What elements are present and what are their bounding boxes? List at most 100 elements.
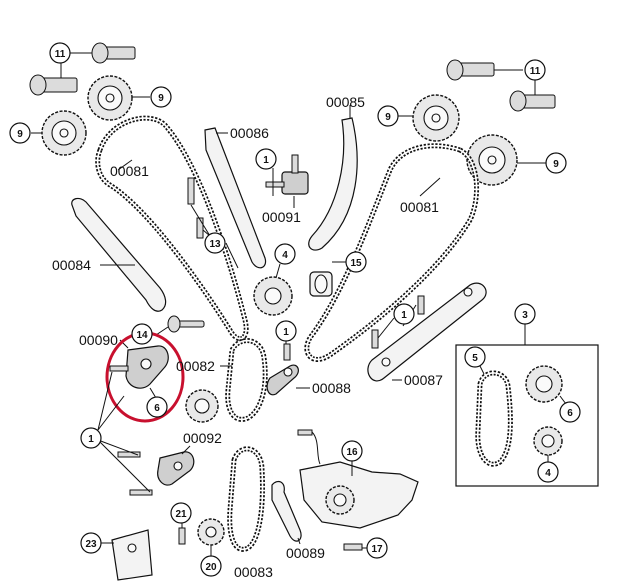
svg-text:9: 9: [553, 159, 559, 170]
balance-shaft-sprocket: [185, 389, 219, 423]
center-bolt: [283, 343, 291, 361]
callout-9-right-top: 9: [377, 105, 399, 127]
svg-text:15: 15: [350, 258, 362, 269]
right-cam-bolt-lower: [509, 90, 556, 112]
balance-chain-tensioner: [266, 364, 299, 396]
right-tensioner-arm: [308, 117, 358, 251]
label-chain-right: 00081: [400, 199, 439, 215]
label-tensioner-bottom: 00088: [312, 380, 351, 396]
center-guide-bolt-lower: [196, 217, 204, 239]
label-guide-bottom-right: 00087: [404, 372, 443, 388]
inset-lower-sprocket: [533, 426, 563, 456]
callout-13: 13: [204, 232, 226, 254]
label-tensioner-bottom-left: 00092: [183, 430, 222, 446]
inset-upper-sprocket: [525, 365, 563, 403]
oil-pump-assembly: [297, 429, 419, 529]
left-chain-guide: [71, 197, 167, 312]
callout-4-right: 4: [537, 461, 559, 483]
svg-text:14: 14: [136, 330, 148, 341]
callout-6-left: 6: [146, 396, 168, 418]
label-chain-bottom: 00083: [234, 564, 273, 580]
lower-guide-bolt-a: [417, 295, 425, 315]
left-cam-bolt-top: [91, 42, 136, 64]
callout-11-left: 11: [49, 42, 71, 64]
label-chain-left: 00081: [110, 163, 149, 179]
center-guide-bolt-upper: [187, 177, 195, 205]
label-guide-center: 00086: [230, 125, 269, 141]
svg-text:6: 6: [154, 403, 160, 414]
right-cam-phaser-upper: [412, 94, 460, 142]
sprocket-bolt: [178, 527, 186, 545]
svg-text:3: 3: [522, 310, 528, 321]
crankshaft-sprocket: [197, 518, 225, 546]
svg-text:5: 5: [472, 353, 478, 364]
callout-3: 3: [514, 303, 536, 325]
tensioner-pin: [167, 315, 205, 333]
svg-text:1: 1: [401, 310, 407, 321]
right-lower-chain-guide: [367, 282, 487, 382]
svg-text:1: 1: [263, 155, 269, 166]
label-guide-left: 00084: [52, 257, 91, 273]
label-tensioner-left: 00090: [79, 332, 118, 348]
inset-panel: [455, 344, 599, 487]
callout-9-left-top: 9: [150, 86, 172, 108]
svg-text:21: 21: [175, 509, 187, 520]
callout-23: 23: [80, 532, 102, 554]
callout-14: 14: [131, 323, 153, 345]
svg-text:9: 9: [158, 93, 164, 104]
callout-5: 5: [464, 346, 486, 368]
callout-15: 15: [345, 251, 367, 273]
callout-17: 17: [366, 537, 388, 559]
small-chain-tensioner: [265, 154, 309, 195]
label-tensioner-small: 00091: [262, 209, 301, 225]
label-guide-bottom: 00089: [286, 545, 325, 561]
svg-text:4: 4: [282, 250, 288, 261]
right-timing-chain: [304, 143, 480, 362]
center-idler-sprocket: [253, 276, 293, 316]
callout-6-right: 6: [559, 401, 581, 423]
left-cam-phaser-upper: [87, 75, 133, 121]
svg-text:6: 6: [567, 408, 573, 419]
oil-pump-chain-guide: [271, 480, 302, 542]
svg-text:1: 1: [283, 327, 289, 338]
svg-text:11: 11: [55, 49, 66, 60]
label-chain-middle: 00082: [176, 358, 215, 374]
callout-9-right: 9: [545, 152, 567, 174]
svg-text:9: 9: [385, 112, 391, 123]
svg-text:23: 23: [85, 539, 97, 550]
callout-9-left: 9: [9, 122, 31, 144]
callout-20: 20: [200, 555, 222, 577]
idler-bushing: [309, 271, 333, 297]
lower-guide-bolt-b: [371, 329, 379, 349]
label-tensioner-arm-right: 00085: [326, 94, 365, 110]
svg-text:9: 9: [17, 129, 23, 140]
crankshaft-cover-plate: [111, 529, 153, 581]
oil-pump-bolt: [343, 543, 363, 551]
svg-text:13: 13: [209, 239, 221, 250]
right-cam-phaser-lower: [466, 134, 518, 186]
balance-shaft-chain: [225, 338, 268, 422]
right-cam-bolt-top: [446, 59, 495, 81]
lower-chain-tensioner: [157, 451, 195, 486]
callout-1-center: 1: [275, 320, 297, 342]
callout-1-right: 1: [393, 303, 415, 325]
callout-1-left: 1: [80, 427, 102, 449]
svg-text:11: 11: [530, 66, 541, 77]
inset-chain: [475, 370, 513, 467]
callout-11-right: 11: [524, 59, 546, 81]
callout-21: 21: [170, 502, 192, 524]
left-cam-bolt-lower: [29, 74, 78, 96]
svg-text:1: 1: [88, 434, 94, 445]
left-cam-phaser-lower: [41, 110, 87, 156]
svg-text:16: 16: [346, 447, 358, 458]
callout-16: 16: [341, 440, 363, 462]
left-timing-chain: [95, 115, 249, 342]
oil-pump-chain: [227, 446, 265, 552]
center-chain-guide: [204, 127, 267, 269]
primary-chain-tensioner: [109, 345, 169, 389]
callout-1-top: 1: [255, 148, 277, 170]
callout-4-center: 4: [274, 243, 296, 265]
svg-text:17: 17: [371, 544, 383, 555]
svg-text:20: 20: [205, 562, 217, 573]
